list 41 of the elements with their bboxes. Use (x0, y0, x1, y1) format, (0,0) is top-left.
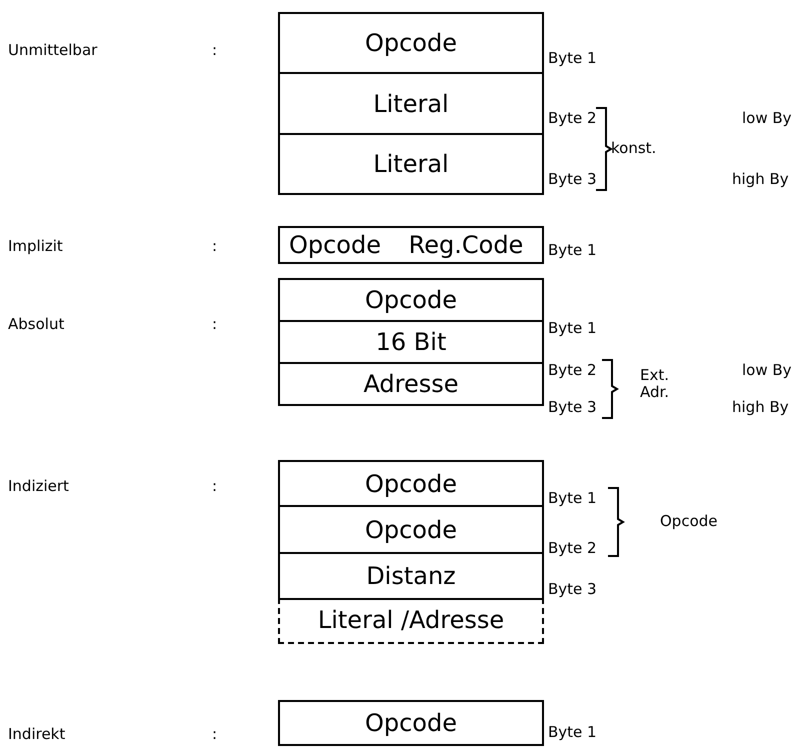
byte-label: Byte 3 (548, 399, 597, 416)
colon-separator: : (212, 726, 218, 743)
byte-order-label: low By (742, 362, 792, 379)
field-cell: Opcode (278, 278, 544, 322)
bracket-label: konst. (611, 140, 656, 157)
field-cell: Literal (278, 72, 544, 135)
field-cell: Distanz (278, 552, 544, 600)
byte-label: Byte 2 (548, 540, 597, 557)
byte-label: Byte 1 (548, 320, 597, 337)
bracket-label: Opcode (660, 513, 718, 530)
mode-label: Unmittelbar (8, 42, 98, 59)
field-cell: Adresse (278, 362, 544, 406)
bracket-label: Ext. Adr. (640, 367, 670, 401)
field-cell: Opcode (278, 505, 544, 554)
byte-order-label: low By (742, 110, 792, 127)
field-cell: Opcode (278, 12, 544, 74)
mode-label: Implizit (8, 238, 63, 255)
byte-label: Byte 3 (548, 581, 597, 598)
field-cell: Literal /Adresse (278, 598, 544, 644)
byte-label: Byte 3 (548, 171, 597, 188)
byte-label: Byte 1 (548, 724, 597, 741)
byte-order-label: high By (732, 399, 789, 416)
colon-separator: : (212, 238, 218, 255)
byte-label: Byte 1 (548, 242, 597, 259)
colon-separator: : (212, 316, 218, 333)
field-cell: Literal (278, 133, 544, 195)
colon-separator: : (212, 478, 218, 495)
field-cell: Reg.Code (390, 226, 544, 264)
field-cell: 16 Bit (278, 320, 544, 364)
mode-label: Absolut (8, 316, 64, 333)
mode-label: Indiziert (8, 478, 69, 495)
byte-label: Byte 1 (548, 490, 597, 507)
byte-label: Byte 2 (548, 110, 597, 127)
byte-label: Byte 2 (548, 362, 597, 379)
field-cell: Opcode (278, 700, 544, 746)
byte-label: Byte 1 (548, 50, 597, 67)
field-cell: Opcode (278, 460, 544, 507)
field-cell: Opcode (278, 226, 392, 264)
byte-order-label: high By (732, 171, 789, 188)
colon-separator: : (212, 42, 218, 59)
mode-label: Indirekt (8, 726, 66, 743)
